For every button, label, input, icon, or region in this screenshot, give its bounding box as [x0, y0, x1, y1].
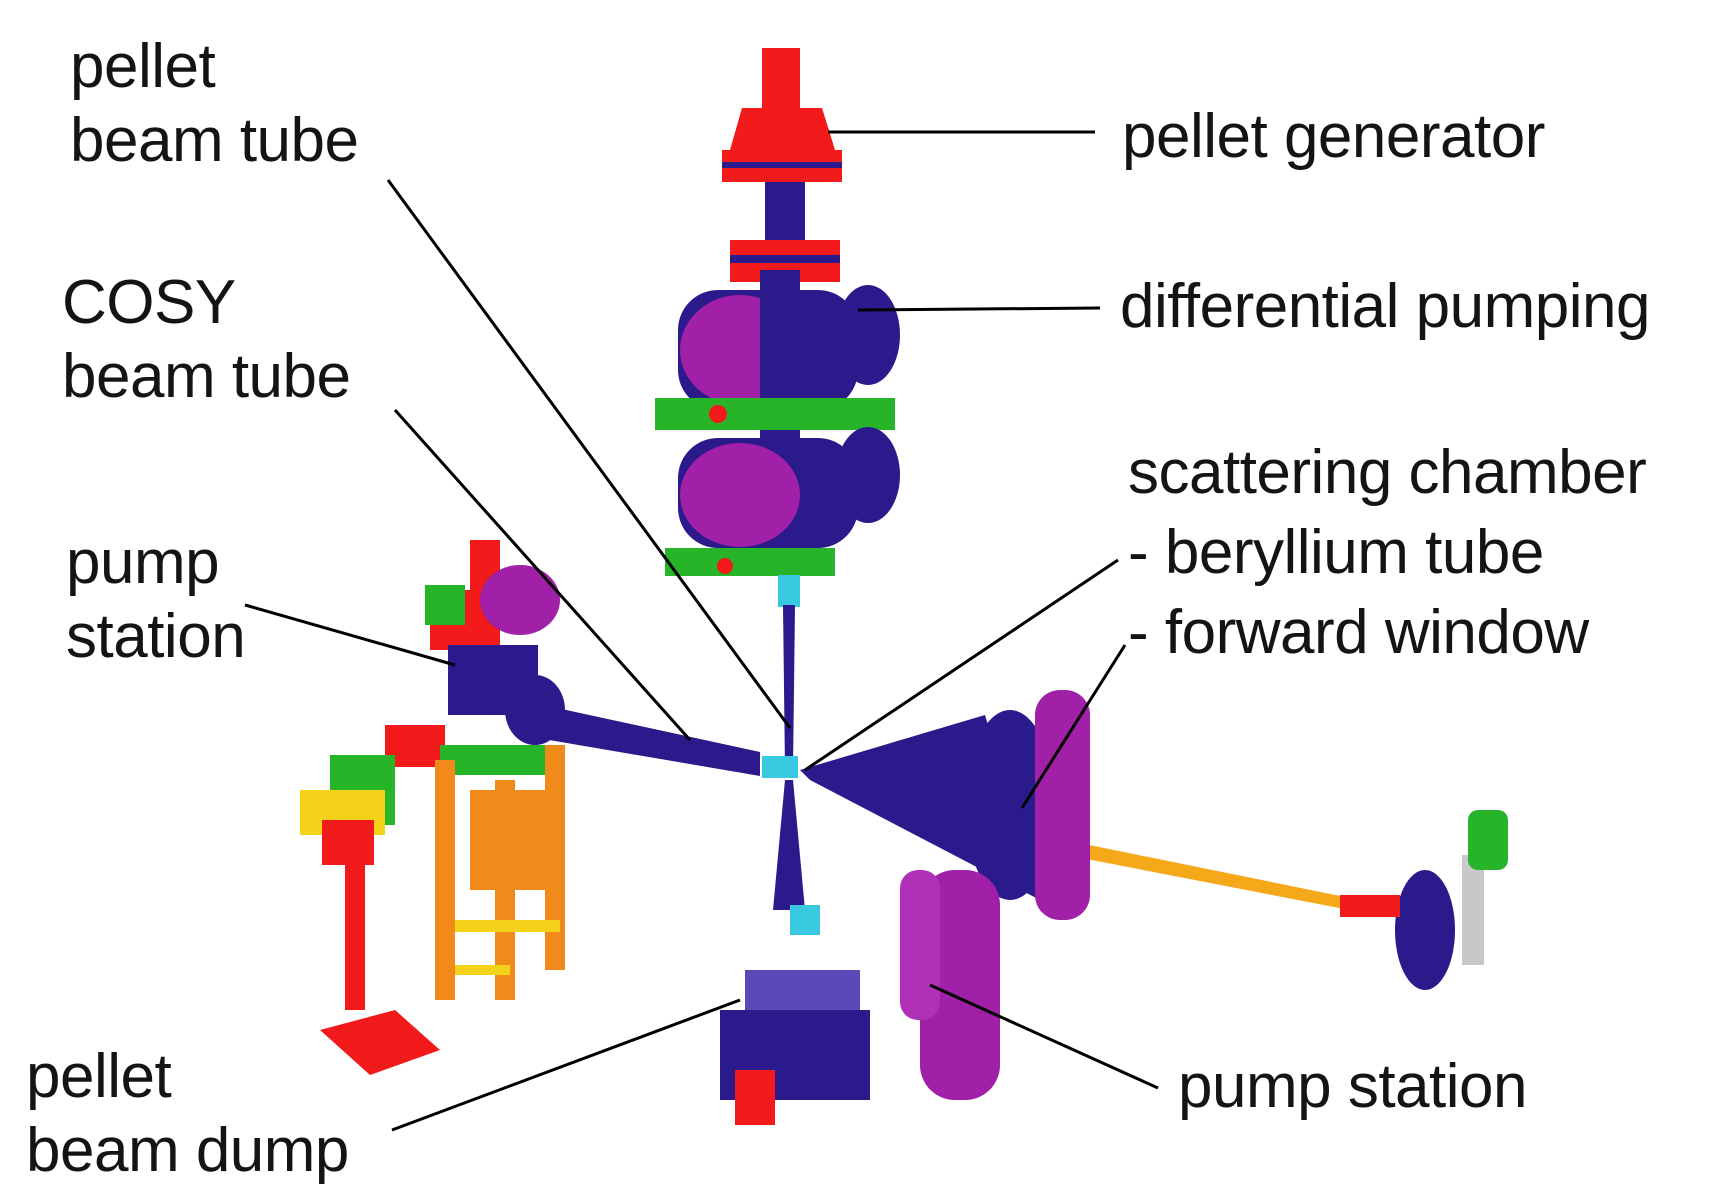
label-pump-station-left: pump station	[66, 526, 246, 674]
label-line: beam tube	[70, 106, 359, 175]
leader-beryllium-tube	[804, 558, 1119, 772]
left-support-frame	[435, 745, 565, 1000]
pellet-beam-dump	[720, 905, 870, 1125]
pellet-generator	[722, 48, 842, 182]
label-line: pellet	[26, 1042, 172, 1111]
leader-pump-station-left	[244, 603, 456, 667]
scattering-chamber-centre	[762, 756, 798, 778]
leader-pellet-beam-dump	[391, 998, 741, 1132]
pellet-tube-bottom	[773, 780, 805, 910]
forward-window	[965, 710, 1055, 900]
pellet-tube-thin	[783, 605, 795, 770]
label-pellet-generator: pellet generator	[1122, 102, 1545, 171]
label-scattering-chamber: scattering chamber - beryllium tube - fo…	[1128, 433, 1647, 673]
label-line: beam dump	[26, 1116, 349, 1185]
label-line: COSY	[62, 268, 236, 337]
label-line: - beryllium tube	[1128, 518, 1544, 587]
label-line: beam tube	[62, 342, 351, 411]
differential-pumping-stage	[655, 240, 900, 576]
leader-cosy-beam-tube	[393, 409, 692, 741]
label-differential-pumping: differential pumping	[1120, 272, 1651, 341]
leader-lines	[244, 130, 1159, 1132]
cosy-beam-tube-right	[1040, 835, 1360, 912]
label-pump-station-right: pump station	[1178, 1052, 1528, 1121]
right-end-flange	[1340, 810, 1508, 990]
label-line: pump	[66, 528, 220, 597]
leader-pump-station-right	[929, 983, 1159, 1090]
label-line: station	[66, 602, 246, 671]
pellet-tube-upper	[765, 182, 805, 242]
leader-pellet-beam-tube	[386, 179, 792, 729]
label-line: - forward window	[1128, 598, 1589, 667]
label-cosy-beam-tube: COSY beam tube	[62, 266, 351, 414]
label-line: scattering chamber	[1128, 438, 1647, 507]
leader-forward-window	[1020, 644, 1127, 809]
label-pellet-beam-dump: pellet beam dump	[26, 1040, 349, 1188]
left-pump-station	[300, 540, 565, 1075]
leader-differential-pumping	[857, 306, 1101, 312]
label-pellet-beam-tube: pellet beam tube	[70, 30, 359, 178]
label-line: pellet	[70, 32, 216, 101]
cosy-beam-tube-left	[520, 700, 760, 776]
right-pump-station	[900, 690, 1090, 1100]
pellet-tube-lower	[778, 575, 800, 607]
